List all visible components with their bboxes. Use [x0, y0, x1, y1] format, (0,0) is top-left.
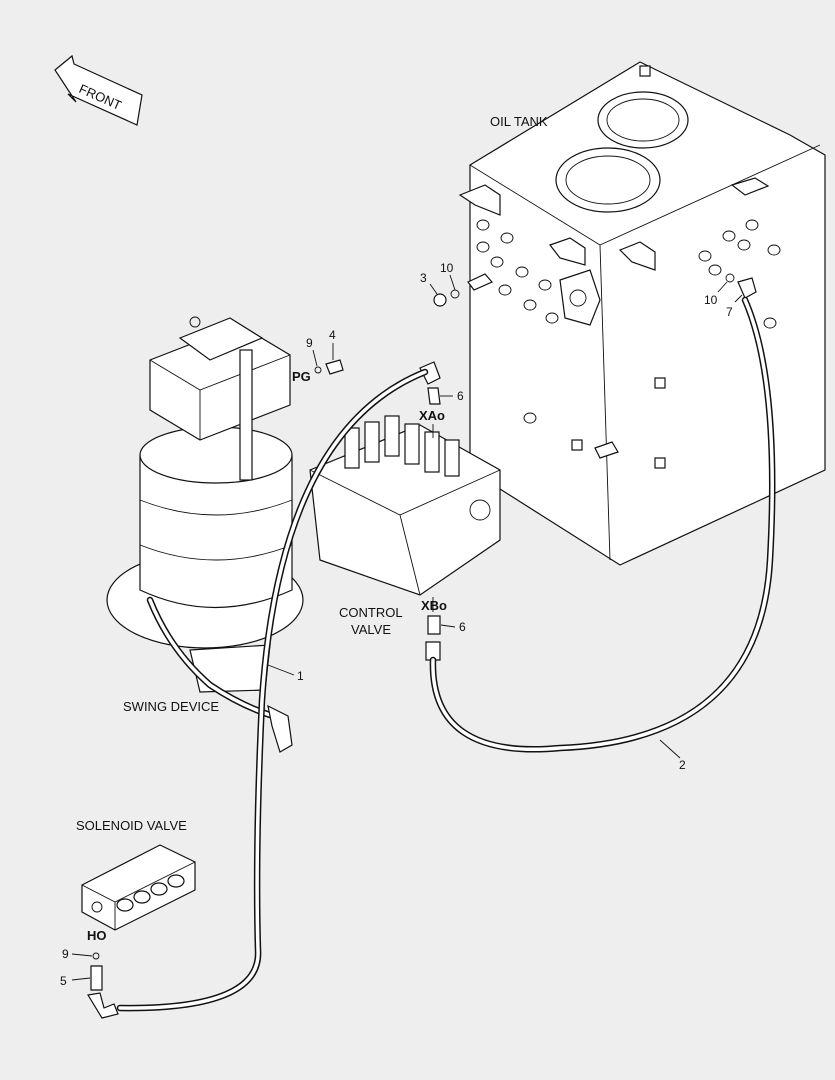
ho-port: HO 9 5 — [60, 928, 119, 1019]
port-pg-label: PG — [292, 369, 311, 384]
solenoid-valve-label: SOLENOID VALVE — [76, 818, 187, 833]
callout-6-top: 6 — [457, 389, 464, 403]
port-xbo-label: XBo — [421, 598, 447, 613]
callout-10-right: 10 — [704, 293, 718, 307]
callout-9-bottom: 9 — [62, 947, 69, 961]
control-valve-label-2: VALVE — [351, 622, 391, 637]
callout-2: 2 — [679, 758, 686, 772]
callout-3: 3 — [420, 271, 427, 285]
port-xao-label: XAo — [419, 408, 445, 423]
hose-2: 2 — [429, 296, 776, 772]
callout-1: 1 — [297, 669, 304, 683]
front-arrow-icon: FRONT — [54, 54, 143, 126]
control-valve: CONTROL VALVE — [309, 415, 501, 637]
swing-device: SWING DEVICE — [106, 316, 304, 753]
tank-right-fittings: 10 7 — [704, 273, 757, 319]
swing-device-label: SWING DEVICE — [123, 699, 219, 714]
oil-tank: OIL TANK — [458, 61, 826, 566]
callout-5: 5 — [60, 974, 67, 988]
callout-6-bottom: 6 — [459, 620, 466, 634]
callout-7: 7 — [726, 305, 733, 319]
port-ho-label: HO — [87, 928, 107, 943]
xao-port: 6 XAo — [419, 361, 464, 438]
callout-9-top: 9 — [306, 336, 313, 350]
pg-port: PG 9 4 — [292, 328, 344, 384]
callout-10-left: 10 — [440, 261, 454, 275]
control-valve-label-1: CONTROL — [339, 605, 403, 620]
tank-left-fittings: 3 10 — [420, 261, 493, 307]
hose-1: 1 — [116, 368, 429, 1012]
xbo-port: XBo 6 — [421, 597, 466, 661]
solenoid-valve: SOLENOID VALVE — [76, 818, 196, 931]
oil-tank-label: OIL TANK — [490, 114, 548, 129]
callout-4: 4 — [329, 328, 336, 342]
